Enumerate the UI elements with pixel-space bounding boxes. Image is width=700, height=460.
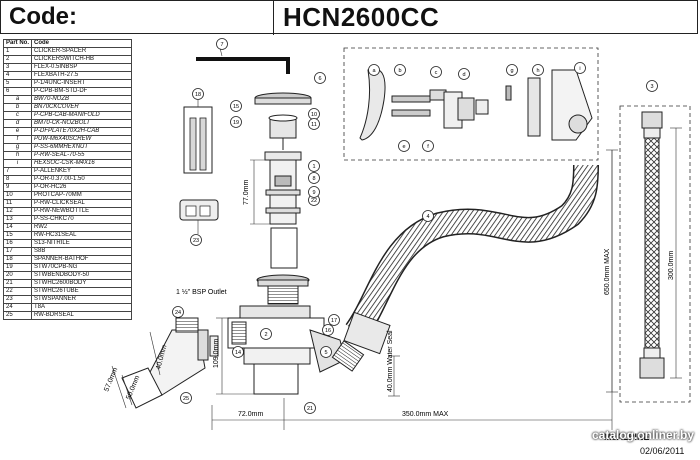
dim-water-seal: 40.0mm Water Seal [387,330,394,392]
callout-14: 14 [232,346,244,358]
callout-label: 25 [183,396,189,402]
callout-10: 10 [308,108,320,120]
callout-label: 7 [220,42,223,48]
callout-9: 9 [308,186,320,198]
callout-17: 17 [328,314,340,326]
callout-label: 23 [193,238,199,244]
callout-label: 22 [311,198,317,204]
drawing-date: 02/06/2011 [640,446,685,456]
callout-4: 4 [422,210,434,222]
callout-label: f [427,144,429,150]
callout-f: f [422,140,434,152]
callout-label: 14 [235,350,241,356]
callout-1: 1 [308,160,320,172]
callout-21: 21 [304,402,316,414]
allen-key-icon [196,47,290,74]
callout-label: e [402,144,405,150]
manifold-group-box [343,47,599,161]
callout-label: 8 [312,176,315,182]
callout-label: 19 [233,120,239,126]
callout-d: d [458,68,470,80]
callout-5: 5 [320,346,332,358]
dim-650mm: 650.0mm MAX [604,248,611,295]
callout-18: 18 [192,88,204,100]
callout-label: 4 [426,214,429,220]
callout-label: 2 [264,332,267,338]
callout-label: g [510,68,513,74]
watermark: catalog.onliner.by [591,428,694,442]
callout-7: 7 [216,38,228,50]
flex-hose-box [619,105,691,403]
callout-11: 11 [308,118,320,130]
callout-24: 24 [172,306,184,318]
callout-label: 1 [312,164,315,170]
callout-g: g [506,64,518,76]
bsp-outlet-label: 1 ½" BSP Outlet [176,288,227,296]
callout-25: 25 [180,392,192,404]
bend-body-drawing [121,317,219,409]
callout-label: 15 [233,104,239,110]
callout-label: a [372,68,376,74]
title-divider [273,1,274,35]
central-assembly [227,92,346,395]
dim-72mm: 72.0mm [238,411,263,418]
manifold-parts [359,68,593,141]
dim-77mm: 77.0mm [243,180,250,205]
callout-label: 6 [318,76,321,82]
dim-109mm: 109.0mm [213,339,220,368]
callout-label: 11 [311,122,317,128]
callout-2: 2 [260,328,272,340]
callout-i: i [574,62,586,74]
callout-label: i [579,66,580,72]
callout-6: 6 [314,72,326,84]
callout-label: 5 [324,350,327,356]
part-number: 25 [2,311,33,320]
callout-a: a [368,64,380,76]
callout-label: 16 [325,328,331,334]
callout-15: 15 [230,100,242,112]
callout-label: 3 [650,84,653,90]
callout-label: 21 [307,406,313,412]
spanner-icon [183,100,213,174]
dim-350mm: 350.0mm MAX [402,411,449,418]
callout-b: b [394,64,406,76]
callout-8: 8 [308,172,320,184]
callout-label: 10 [311,112,317,118]
callout-h: h [532,64,544,76]
callout-label: 18 [195,92,201,98]
callout-label: c [435,70,438,76]
callout-label: h [536,68,539,74]
callout-e: e [398,140,410,152]
callout-label: b [398,68,401,74]
brand-mark: McALPINE [604,432,650,442]
protective-cap-drawing [179,199,219,234]
product-code: HCN2600CC [283,2,440,32]
callout-16: 16 [322,324,334,336]
dim-300mm: 300.0mm [668,251,675,280]
dim-57mm: 57.0mm [103,367,119,393]
flexible-hose-icon [639,111,665,379]
code-label: Code: [9,3,77,30]
callout-3: 3 [646,80,658,92]
part-code: RW-BDRSEAL [31,311,132,320]
callout-label: 17 [331,318,337,324]
callout-23: 23 [190,234,202,246]
dimension-lines [111,127,682,430]
callout-19: 19 [230,116,242,128]
title-block: Code: HCN2600CC [0,0,698,35]
callout-label: 9 [312,190,315,196]
callout-label: d [462,72,465,78]
callout-label: 24 [175,310,181,316]
callout-c: c [430,66,442,78]
